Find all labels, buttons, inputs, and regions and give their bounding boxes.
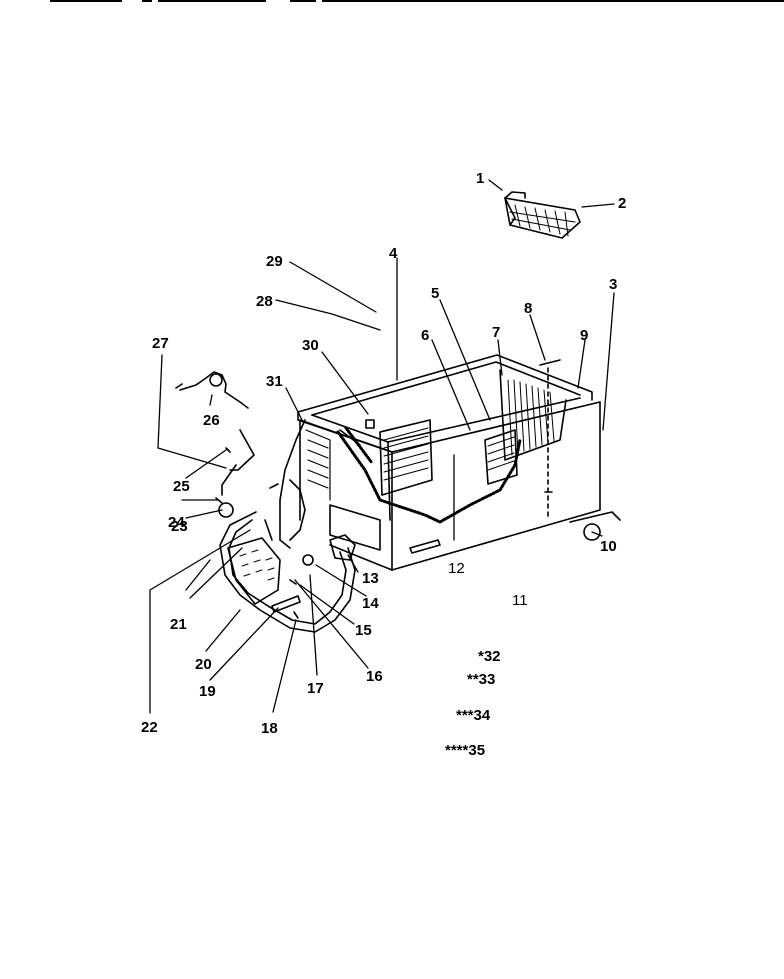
callout-26: 26: [203, 412, 220, 429]
footnote-33: **33: [467, 671, 496, 688]
header-rule-3: [158, 0, 266, 2]
callout-24: 24: [168, 514, 185, 531]
header-rule-4: [290, 0, 316, 2]
header-rule-1: [50, 0, 122, 2]
leader-lines: [149, 179, 615, 714]
callout-6: 6: [421, 327, 430, 344]
callout-12: 12: [448, 560, 465, 577]
callout-18: 18: [261, 720, 278, 737]
callout-19: 19: [199, 683, 216, 700]
callout-23: 23: [171, 518, 188, 535]
callout-30: 30: [302, 337, 319, 354]
callout-10: 10: [600, 538, 617, 555]
callout-8: 8: [524, 300, 533, 317]
callout-1: 1: [476, 170, 485, 187]
callout-3: 3: [609, 276, 618, 293]
callout-29: 29: [266, 253, 283, 270]
callout-21: 21: [170, 616, 187, 633]
callout-31: 31: [266, 373, 283, 390]
basket: [504, 191, 581, 239]
callout-20: 20: [195, 656, 212, 673]
header-rule-2: [142, 0, 152, 2]
callout-5: 5: [431, 285, 440, 302]
cabinet: [297, 354, 621, 571]
footnote-32: *32: [478, 648, 501, 665]
callout-13: 13: [362, 570, 379, 587]
callout-15: 15: [355, 622, 372, 639]
footnote-35: ****35: [445, 742, 486, 759]
callout-22: 22: [141, 719, 158, 736]
header-rule-5: [322, 0, 784, 2]
callout-7: 7: [492, 324, 501, 341]
callout-14: 14: [362, 595, 379, 612]
callout-4: 4: [389, 245, 398, 262]
callout-27: 27: [152, 335, 169, 352]
footnote-34: ***34: [456, 707, 491, 724]
electrical-components: [175, 371, 356, 633]
callout-9: 9: [580, 327, 589, 344]
callout-11: 11: [512, 592, 528, 609]
callout-17: 17: [307, 680, 324, 697]
callout-25: 25: [173, 478, 190, 495]
callout-16: 16: [366, 668, 383, 685]
callout-2: 2: [618, 195, 627, 212]
callout-28: 28: [256, 293, 273, 310]
